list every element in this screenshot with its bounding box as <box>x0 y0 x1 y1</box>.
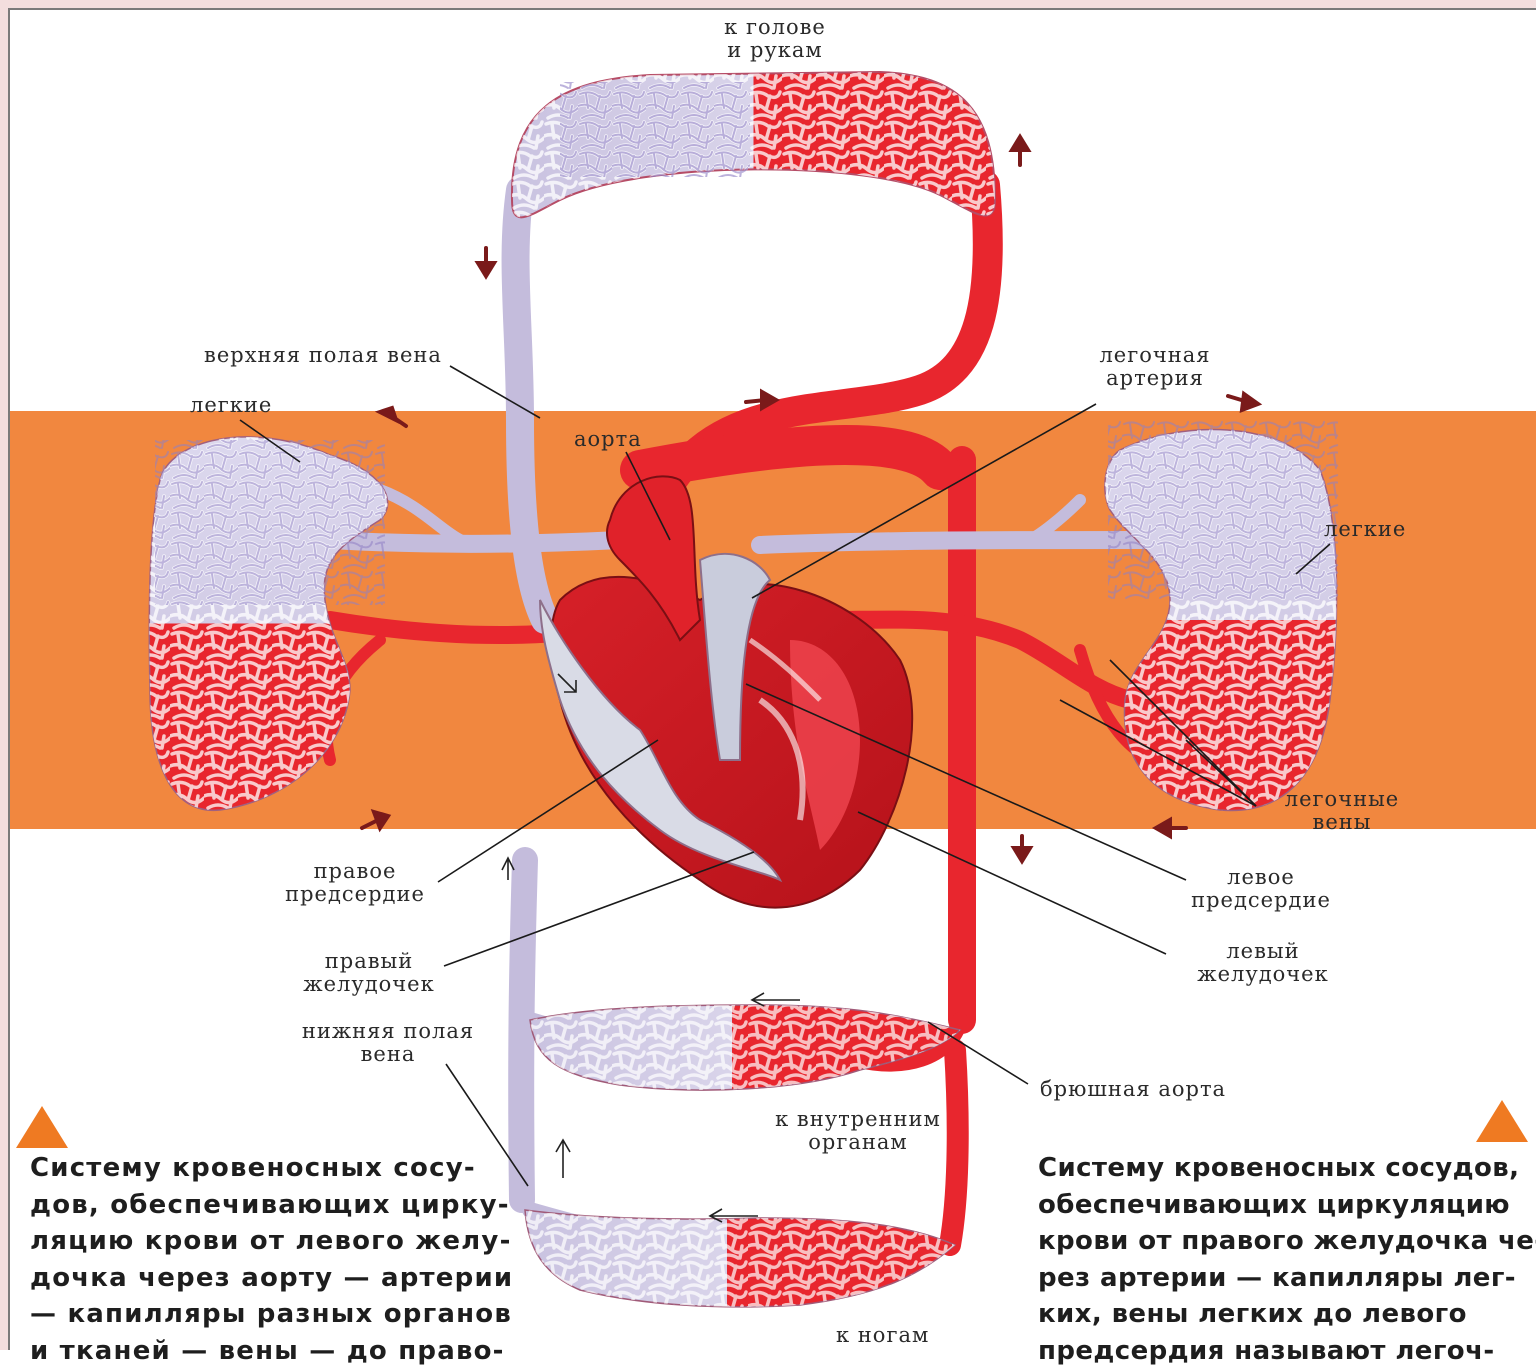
arrow-lower-right-icon <box>1156 820 1186 836</box>
leader-right-ventricle <box>444 852 754 966</box>
label-right-atrium-line1: правое <box>314 859 397 883</box>
label-pulmonary-veins-line2: вены <box>1313 810 1372 834</box>
caption-left-line: — капилляры разных органов <box>30 1296 510 1333</box>
caption-right-line: предсердия называют легоч- <box>1038 1333 1532 1369</box>
label-to-head-line2: и рукам <box>727 38 822 62</box>
label-left-atrium: левое предсердие <box>1176 866 1346 912</box>
label-pulmonary-artery-line1: легочная <box>1099 343 1210 367</box>
label-pulmonary-artery: легочная артерия <box>1080 344 1230 390</box>
label-to-head-line1: к голове <box>724 15 826 39</box>
caption-left-line: ляцию крови от левого желу- <box>30 1223 510 1260</box>
label-right-atrium-line2: предсердие <box>285 882 425 906</box>
label-pulmonary-veins-line1: легочные <box>1285 787 1399 811</box>
caption-right: Систему кровеносных сосудов, обеспечиваю… <box>1038 1150 1532 1369</box>
caption-left-line: Систему кровеносных сосу- <box>30 1150 510 1187</box>
label-right-ventricle: правый желудочек <box>286 950 452 996</box>
label-superior-vena-cava: верхняя полая вена <box>204 344 442 367</box>
label-to-internal-organs-line2: органам <box>808 1130 907 1154</box>
arrow-left-lung-icon <box>380 408 406 426</box>
caption-right-line: ких, вены легких до левого <box>1038 1296 1532 1333</box>
triangle-marker-right-icon <box>1476 1100 1528 1142</box>
label-pulmonary-veins: легочные вены <box>1262 788 1422 834</box>
caption-left-line: дочка через аорту — артерии <box>30 1260 510 1297</box>
label-aorta: аорта <box>574 428 642 451</box>
arrow-head-up-icon <box>1012 137 1028 165</box>
label-left-ventricle-line1: левый <box>1226 939 1299 963</box>
caption-left: Систему кровеносных сосу- дов, обеспечив… <box>30 1150 510 1369</box>
label-inferior-vena-cava-line2: вена <box>361 1042 416 1066</box>
label-inferior-vena-cava: нижняя полая вена <box>284 1020 492 1066</box>
label-left-atrium-line1: левое <box>1227 865 1295 889</box>
caption-left-line: дов, обеспечивающих цирку- <box>30 1187 510 1224</box>
caption-left-line: и тканей — вены — до право- <box>30 1333 510 1369</box>
label-right-ventricle-line2: желудочек <box>303 972 434 996</box>
arrow-right-lung-icon <box>1228 394 1258 410</box>
label-left-ventricle-line2: желудочек <box>1197 962 1328 986</box>
head-capillary-bed <box>512 72 995 217</box>
arrow-down-left-icon <box>478 248 494 276</box>
label-to-head: к голове и рукам <box>700 16 850 62</box>
label-right-ventricle-line1: правый <box>325 949 414 973</box>
right-lung <box>1105 420 1338 810</box>
caption-right-line: Систему кровеносных сосудов, <box>1038 1150 1532 1187</box>
caption-right-line: обеспечивающих циркуляцию <box>1038 1187 1532 1224</box>
label-right-atrium: правое предсердие <box>270 860 440 906</box>
label-left-ventricle: левый желудочек <box>1180 940 1346 986</box>
label-inferior-vena-cava-line1: нижняя полая <box>302 1019 474 1043</box>
triangle-marker-left-icon <box>16 1106 68 1148</box>
label-to-internal-organs: к внутренним органам <box>760 1108 956 1154</box>
caption-right-line: рез артерии — капилляры лег- <box>1038 1260 1532 1297</box>
arrow-down-right-icon <box>1014 836 1030 861</box>
label-abdominal-aorta: брюшная аорта <box>1040 1078 1226 1101</box>
label-left-atrium-line2: предсердие <box>1191 888 1331 912</box>
arrow-organs-icon <box>752 993 800 1006</box>
legs-capillary-bed <box>525 1210 955 1307</box>
arrow-ivc-up-icon <box>556 1140 570 1178</box>
label-to-legs: к ногам <box>836 1324 929 1347</box>
caption-right-line: крови от правого желудочка че- <box>1038 1223 1532 1260</box>
arrow-lower-left-icon <box>362 812 388 828</box>
label-pulmonary-artery-line2: артерия <box>1106 366 1204 390</box>
organs-capillary-bed <box>530 1005 960 1090</box>
label-lungs-left: легкие <box>190 394 272 417</box>
label-to-internal-organs-line1: к внутренним <box>775 1107 941 1131</box>
label-lungs-right: легкие <box>1324 518 1406 541</box>
leader-left-ventricle <box>858 812 1166 954</box>
